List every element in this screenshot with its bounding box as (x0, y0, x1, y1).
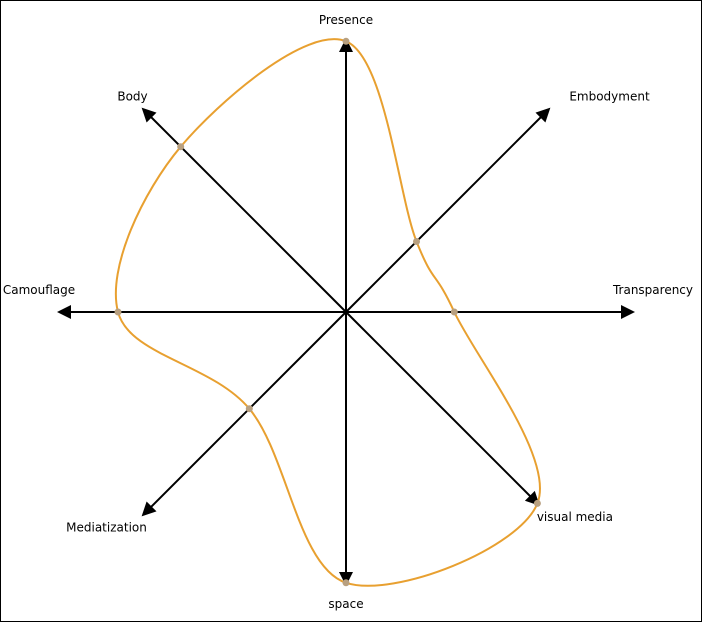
marker-layer (114, 37, 541, 587)
axis-label-camouflage: Camouflage (3, 283, 75, 297)
arrowhead-icon (141, 501, 157, 517)
axis-line-embodyment (345, 111, 547, 313)
axis-label-mediatization: Mediatization (66, 521, 147, 535)
axis-label-transparency: Transparency (612, 283, 693, 297)
axis-label-body: Body (117, 90, 147, 104)
arrowhead-icon (535, 107, 551, 123)
axis-line-mediatization (145, 311, 347, 513)
axis-label-visual-media: visual media (537, 510, 613, 524)
arrowhead-icon (339, 38, 353, 52)
axis-line-body (145, 111, 347, 313)
data-point-camouflage (114, 308, 122, 316)
arrowhead-icon (621, 305, 635, 319)
axis-line-visual-media (345, 311, 537, 503)
axis-label-presence: Presence (319, 13, 373, 27)
arrowhead-icon (339, 572, 353, 586)
axis-label-space: space (328, 597, 363, 611)
data-point-transparency (450, 308, 458, 316)
data-point-visual-media (533, 499, 541, 507)
axes-layer (57, 38, 635, 586)
data-point-mediatization (245, 405, 253, 413)
axis-label-embodyment: Embodyment (569, 90, 650, 104)
data-point-space (342, 579, 350, 587)
data-point-body (177, 143, 185, 151)
data-point-embodyment (413, 238, 420, 245)
arrowhead-icon (57, 305, 71, 319)
arrowhead-icon (141, 107, 157, 123)
data-point-presence (342, 37, 350, 45)
